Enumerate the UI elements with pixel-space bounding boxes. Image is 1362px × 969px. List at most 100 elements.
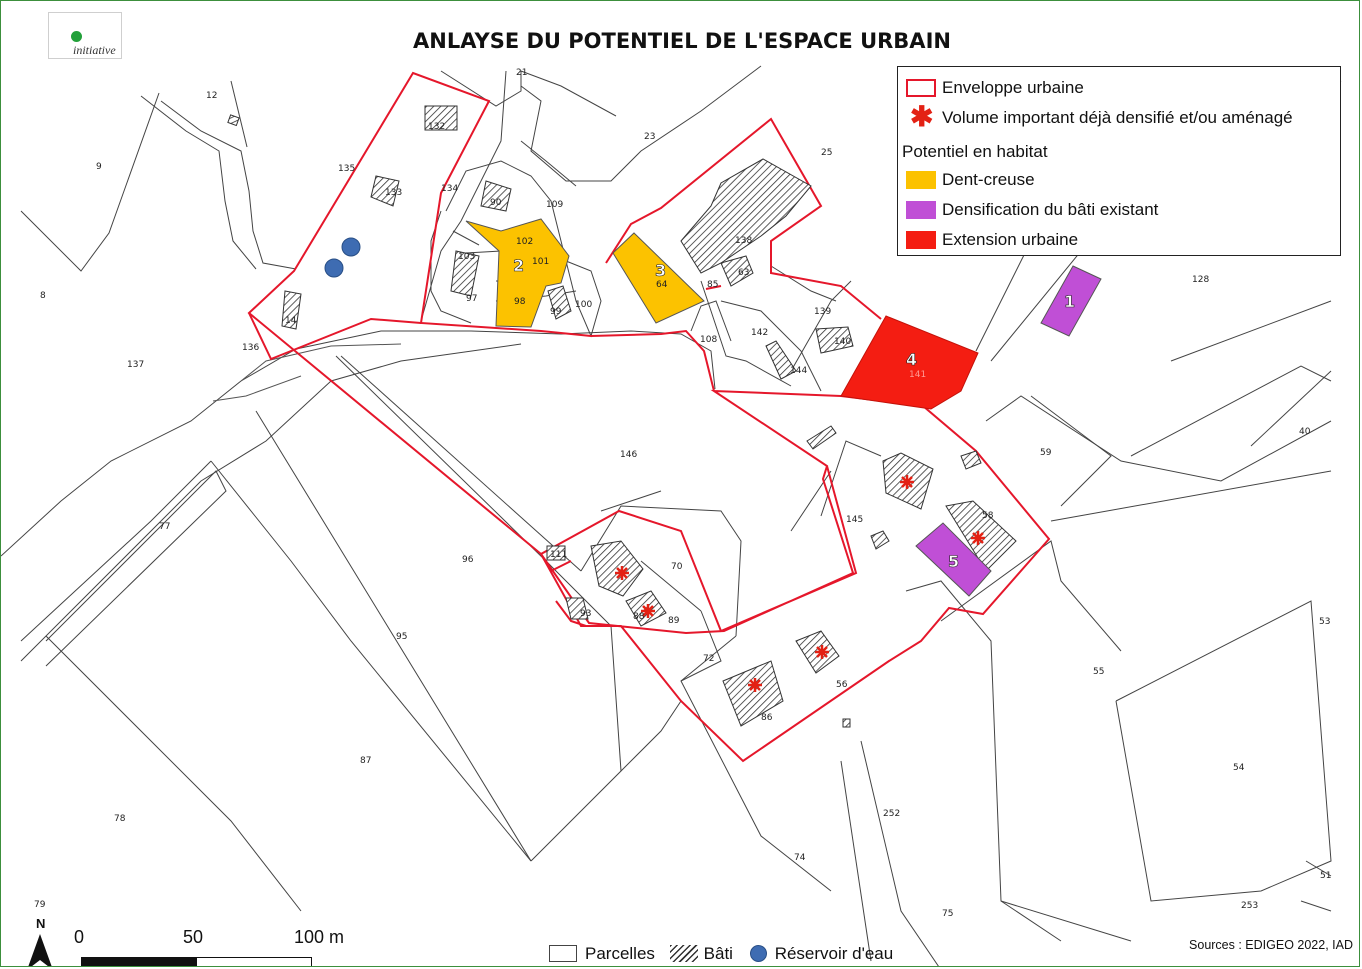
north-label: N (36, 916, 46, 931)
parcel-label: 99 (550, 307, 562, 317)
legend-group-title: Potentiel en habitat (902, 142, 1048, 161)
parcel-label: 100 (575, 300, 592, 310)
urban-envelope (247, 71, 1051, 763)
parcel-label: 72 (703, 654, 714, 664)
parcel-label: 9 (96, 162, 102, 172)
parcel-swatch-icon (549, 945, 577, 962)
parcel-label: 102 (516, 237, 533, 247)
parcel-label: 54 (1233, 763, 1245, 773)
parcel-label: 51 (1320, 871, 1331, 881)
scale-label-100: 100 m (294, 927, 345, 947)
dent-creuse-swatch (906, 171, 936, 189)
scale-segment-black (81, 957, 198, 966)
parcel-label: 70 (671, 562, 683, 572)
zone-number-2: 2 (513, 256, 524, 275)
parcel-label: 141 (909, 370, 926, 380)
asterisk-icon: ✱ (910, 101, 934, 132)
map-title: ANLAYSE DU POTENTIEL DE L'ESPACE URBAIN (413, 29, 951, 53)
parcel-label: 111 (550, 550, 567, 560)
parcel-label: 145 (846, 515, 863, 525)
parcel-label: 79 (34, 900, 46, 910)
parcel-label: 87 (360, 756, 371, 766)
zone-1 (1040, 265, 1102, 337)
legend-parcelles: Parcelles (585, 944, 655, 963)
initiative-logo: initiative (48, 12, 122, 59)
parcel-label: 137 (127, 360, 144, 370)
north-arrow: N (23, 916, 57, 966)
parcel-label: 56 (836, 680, 848, 690)
parcel-label: 12 (206, 91, 217, 101)
bottom-legend: Parcelles Bâti Réservoir d'eau (549, 944, 893, 964)
densification-swatch (906, 201, 936, 219)
zone-number-5: 5 (948, 552, 959, 571)
buildings (227, 105, 1017, 728)
parcel-label: 59 (1040, 448, 1052, 458)
parcel-label: 138 (735, 236, 752, 246)
parcel-label: 103 (458, 252, 475, 262)
scale-label-0: 0 (74, 927, 85, 947)
north-arrow-icon (28, 934, 52, 966)
zone-4 (840, 315, 979, 410)
parcel-label: 128 (1192, 275, 1209, 285)
parcel-label: 25 (821, 148, 832, 158)
logo-dot-icon (71, 31, 82, 42)
map-legend: Enveloppe urbaine ✱ Volume important déj… (897, 66, 1341, 256)
parcel-label: 142 (751, 328, 768, 338)
envelope-outline-icon (906, 79, 936, 97)
extension-swatch (906, 231, 936, 249)
parcel-label: 134 (441, 184, 458, 194)
parcel-label: 64 (656, 280, 668, 290)
parcel-label: 40 (1299, 427, 1311, 437)
zone-2 (465, 218, 570, 328)
parcel-label: 136 (242, 343, 259, 353)
sources-credit: Sources : EDIGEO 2022, IAD (1189, 938, 1353, 952)
zone-3 (612, 232, 705, 324)
zone-numbers: 2 3 4 5 1 (513, 256, 1076, 572)
zone-number-4: 4 (906, 350, 917, 369)
parcel-label: 53 (1319, 617, 1330, 627)
building-hatch-icon (669, 945, 698, 962)
parcel-label: 77 (159, 522, 170, 532)
parcel-label: 101 (532, 257, 549, 267)
parcel-label: 86 (761, 713, 773, 723)
parcel-label: 96 (462, 555, 474, 565)
parcel-label: 144 (790, 366, 807, 376)
legend-reservoir: Réservoir d'eau (774, 944, 894, 963)
water-reservoirs (324, 237, 361, 278)
parcel-label: 108 (700, 335, 717, 345)
parcel-label: 55 (1093, 667, 1104, 677)
reservoir-icon (749, 945, 767, 962)
parcel-label: 78 (114, 814, 126, 824)
parcel-label: 14 (285, 316, 297, 326)
parcel-label: 89 (668, 616, 680, 626)
parcel-label: 252 (883, 809, 900, 819)
parcel-label: 139 (814, 307, 831, 317)
parcel-label: 74 (794, 853, 806, 863)
parcel-label: 8 (40, 291, 46, 301)
parcel-labels: 12 9 21 23 25 8 137 135 134 133 132 109 … (34, 68, 1331, 919)
parcel-label: 90 (490, 198, 502, 208)
parcel-label: 58 (982, 511, 994, 521)
zone-5 (915, 522, 992, 597)
parcel-label: 63 (738, 268, 749, 278)
parcel-lines (1, 65, 1342, 966)
scale-segment-white (196, 957, 312, 966)
scale-label-50: 50 (183, 927, 204, 947)
parcel-label: 132 (428, 122, 445, 132)
parcel-label: 75 (942, 909, 953, 919)
legend-bati: Bâti (703, 944, 733, 963)
asterisk-markers (615, 475, 985, 692)
parcel-label: 133 (385, 188, 402, 198)
parcel-label: 85 (707, 280, 718, 290)
parcel-label: 140 (834, 337, 851, 347)
parcel-label: 21 (516, 68, 527, 78)
parcel-label: 98 (514, 297, 526, 307)
parcel-label: 146 (620, 450, 637, 460)
parcel-label: 93 (580, 609, 591, 619)
zone-number-1: 1 (1064, 292, 1075, 311)
parcel-label: 109 (546, 200, 563, 210)
zones (465, 218, 1102, 597)
parcel-label: 135 (338, 164, 355, 174)
